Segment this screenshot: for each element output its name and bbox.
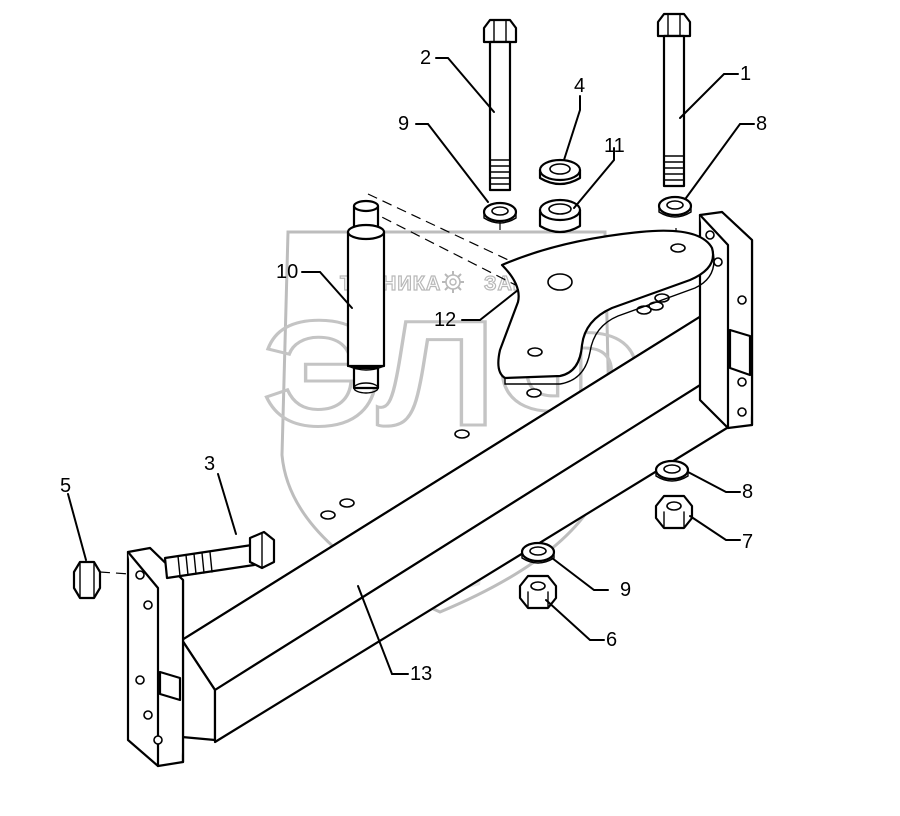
callout-13: 13 (410, 663, 432, 685)
leader-lines (67, 57, 755, 675)
callout-1: 1 (740, 63, 751, 85)
callout-10: 10 (276, 261, 298, 283)
washer-9-bottom (520, 541, 556, 564)
callout-11: 11 (604, 135, 625, 157)
washer-8-top (657, 195, 693, 218)
callout-3: 3 (204, 453, 215, 475)
bolt-3 (163, 530, 276, 580)
callout-5: 5 (60, 475, 71, 497)
nut-7 (654, 494, 694, 530)
bolt-2 (482, 18, 518, 192)
callout-8-bottom: 8 (742, 481, 753, 503)
pin (346, 199, 386, 394)
callout-9-bottom: 9 (620, 579, 631, 601)
left-end-plate (126, 546, 185, 768)
callout-4: 4 (574, 75, 585, 97)
main-beam (178, 293, 747, 744)
nut-5 (72, 560, 102, 600)
callout-7: 7 (742, 531, 753, 553)
washer-4 (538, 158, 582, 186)
mounting-plate (497, 229, 715, 385)
callouts: 1 2 3 4 5 6 7 8 8 9 9 10 11 12 13 (60, 47, 767, 685)
callout-12: 12 (434, 309, 456, 331)
callout-9-top: 9 (398, 113, 409, 135)
callout-6: 6 (606, 629, 617, 651)
callout-8-top: 8 (756, 113, 767, 135)
callout-2: 2 (420, 47, 431, 69)
bolt-1 (656, 12, 692, 188)
bushing-11 (538, 198, 582, 234)
washer-8-bottom (654, 459, 690, 482)
gear-icon (442, 271, 464, 293)
washer-9-top (482, 201, 518, 224)
